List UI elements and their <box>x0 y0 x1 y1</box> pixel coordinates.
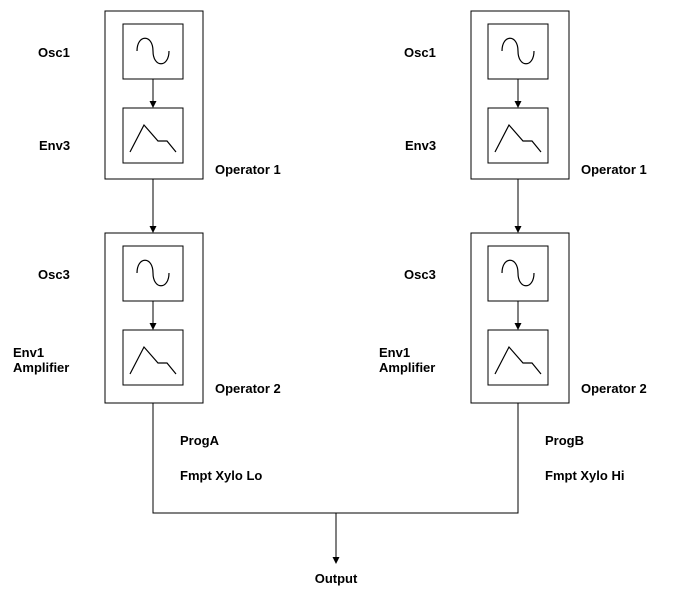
arrow-down-icon <box>149 226 157 233</box>
mix-bus-line <box>152 403 519 514</box>
left-chain: Osc1 Env3 Operator 1 Osc3 Env1 Amplifier… <box>13 10 281 483</box>
osc-label: Osc3 <box>404 267 436 282</box>
patch-name: Fmpt Xylo Hi <box>545 468 624 483</box>
arrow-down-icon <box>514 101 522 108</box>
env-label: Env3 <box>39 138 70 153</box>
right-operator-1: Osc1 Env3 Operator 1 <box>404 10 647 180</box>
output-label: Output <box>315 571 358 586</box>
output-mix: Output <box>152 403 519 586</box>
env-label-line1: Env1 <box>379 345 410 360</box>
left-operator-1: Osc1 Env3 Operator 1 <box>38 10 281 180</box>
left-operator-2: Osc3 Env1 Amplifier Operator 2 <box>13 232 281 404</box>
osc-label: Osc3 <box>38 267 70 282</box>
operator-name: Operator 1 <box>215 162 281 177</box>
right-operator-2: Osc3 Env1 Amplifier Operator 2 <box>379 232 647 404</box>
operator-name: Operator 2 <box>215 381 281 396</box>
env-label-line1: Env1 <box>13 345 44 360</box>
arrow-down-icon <box>514 323 522 330</box>
program-label: ProgA <box>180 433 220 448</box>
patch-name: Fmpt Xylo Lo <box>180 468 262 483</box>
arrow-down-icon <box>149 323 157 330</box>
osc-label: Osc1 <box>404 45 436 60</box>
arrow-down-icon <box>149 101 157 108</box>
osc-label: Osc1 <box>38 45 70 60</box>
env-label: Env3 <box>405 138 436 153</box>
arrow-down-icon <box>332 557 340 564</box>
right-chain: Osc1 Env3 Operator 1 Osc3 Env1 Amplifier… <box>379 10 647 483</box>
program-label: ProgB <box>545 433 584 448</box>
operator-name: Operator 1 <box>581 162 647 177</box>
operator-name: Operator 2 <box>581 381 647 396</box>
arrow-down-icon <box>514 226 522 233</box>
env-label-line2: Amplifier <box>379 360 435 375</box>
env-label-line2: Amplifier <box>13 360 69 375</box>
